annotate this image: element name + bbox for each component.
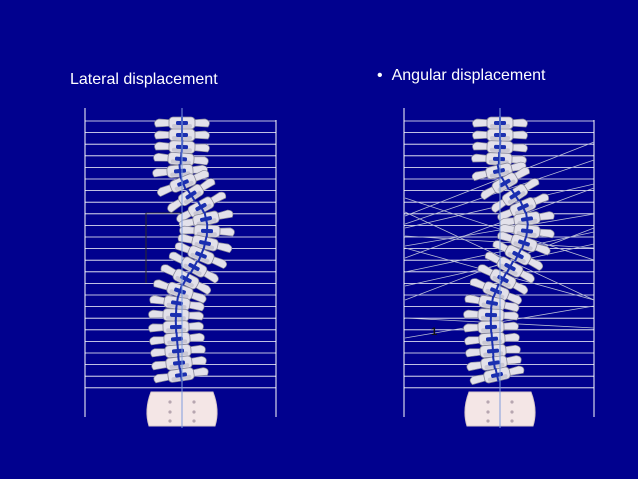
left-spine-panel	[84, 108, 277, 428]
vertebra	[157, 170, 210, 197]
vertebra	[497, 193, 549, 222]
right-title-text: Angular displacement	[391, 67, 546, 84]
vertebra	[497, 231, 551, 256]
bullet-icon: •	[377, 67, 383, 84]
sacral-foramen	[168, 410, 172, 414]
sacral-foramen	[168, 400, 172, 404]
vertebra	[499, 223, 555, 239]
vertebra	[150, 343, 206, 359]
sacral-foramen	[510, 419, 514, 423]
sacral-foramen	[486, 410, 490, 414]
vertebra	[153, 151, 209, 167]
sacral-foramen	[486, 400, 490, 404]
marker-label: 1	[431, 326, 437, 338]
vertebra	[174, 242, 227, 269]
sacral-foramen	[168, 419, 172, 423]
vertebra	[179, 223, 235, 239]
vertebra	[151, 355, 207, 371]
vertebra	[463, 307, 519, 323]
sacral-foramen	[192, 419, 196, 423]
vertebra	[149, 331, 205, 347]
vertebra	[480, 167, 530, 200]
vertebra	[167, 178, 216, 213]
vertebra	[484, 251, 535, 284]
vertebra	[152, 163, 208, 179]
vertebra	[149, 295, 205, 312]
sacral-foramen	[510, 400, 514, 404]
vertebra	[464, 331, 520, 347]
vertebra	[153, 367, 209, 384]
vertebra	[463, 319, 519, 335]
sacral-foramen	[192, 400, 196, 404]
vertebra	[469, 365, 525, 385]
vertebra	[464, 294, 520, 313]
right-spine-panel	[403, 108, 595, 428]
vertebra	[168, 251, 219, 284]
sacral-foramen	[510, 410, 514, 414]
vertebra	[466, 355, 522, 372]
right-title: • Angular displacement	[377, 67, 545, 85]
vertebra	[477, 264, 529, 295]
vertebra	[148, 319, 204, 335]
vertebra	[178, 209, 234, 229]
vertebra	[160, 264, 212, 295]
vertebra	[471, 151, 527, 167]
vertebra	[153, 279, 207, 304]
sacral-foramen	[192, 410, 196, 414]
vertebra	[492, 240, 544, 271]
vertebra	[176, 191, 227, 224]
sacral-foramen	[486, 419, 490, 423]
left-title: Lateral displacement	[70, 71, 218, 88]
